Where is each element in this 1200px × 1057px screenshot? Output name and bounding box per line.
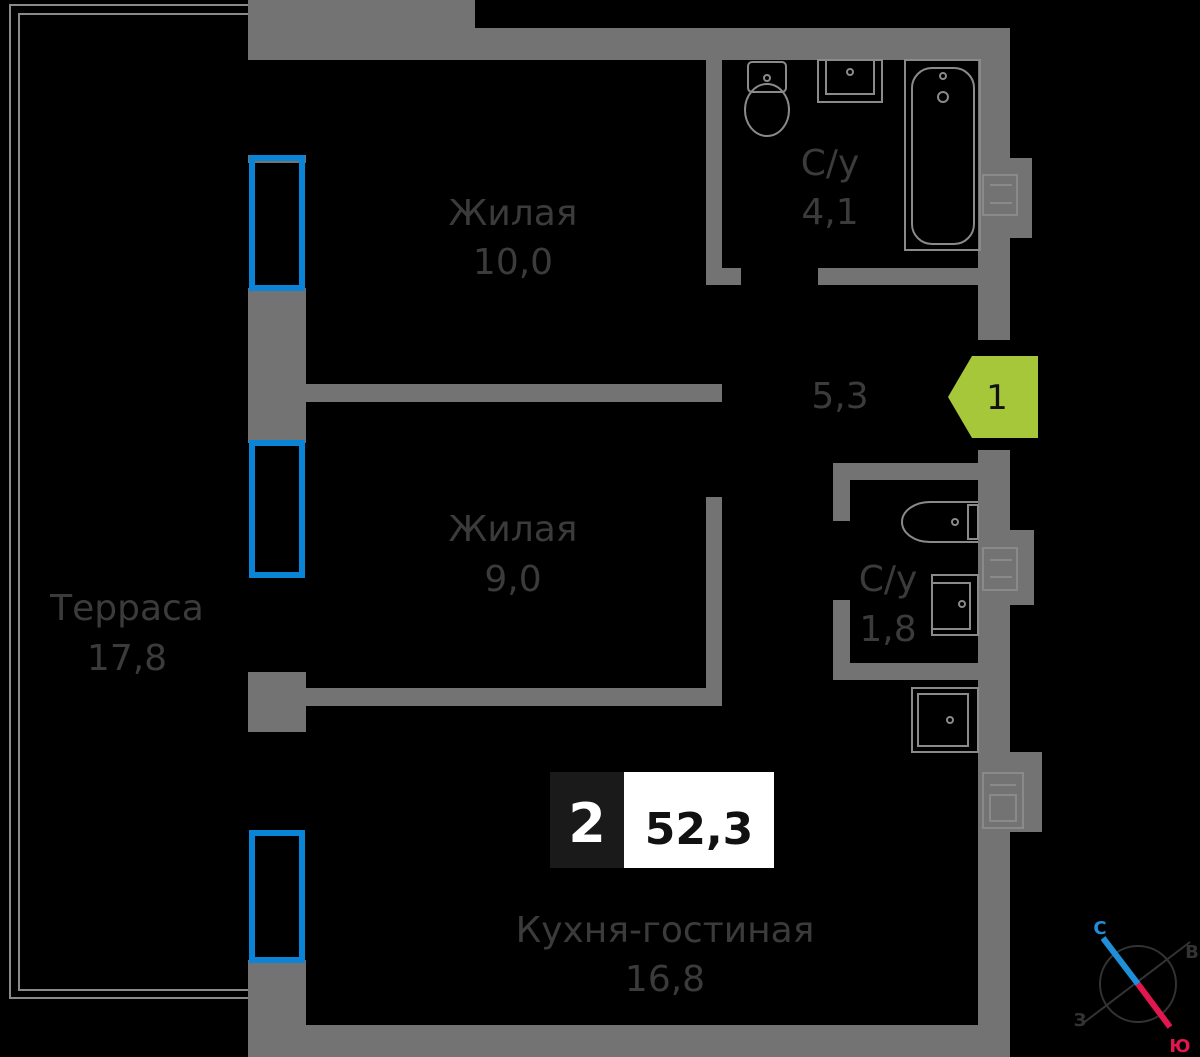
- room-name-kitchen-living: Кухня-гостиная: [516, 910, 815, 951]
- room-area-bathroom-2: 1,8: [859, 609, 916, 650]
- window-living-2: [249, 440, 305, 578]
- room-area-living-1: 10,0: [473, 242, 553, 283]
- room-area-terrace: 17,8: [87, 638, 167, 679]
- room-area-kitchen-living: 16,8: [625, 959, 705, 1000]
- toilet-icon: [901, 501, 979, 543]
- total-area: 52,3: [645, 804, 754, 855]
- bathtub-icon: [904, 59, 981, 251]
- entrance-marker: 1: [948, 356, 1038, 438]
- compass-ring: [1099, 945, 1177, 1023]
- vent-shafts: [982, 174, 1024, 829]
- compass-needle-north: [1100, 936, 1141, 986]
- compass-west-label: З: [1074, 1010, 1087, 1031]
- toilet-icon: [744, 61, 790, 137]
- rooms-count: 2: [568, 792, 606, 855]
- apartment-summary-badge: 2 52,3: [550, 772, 774, 868]
- room-labels: Жилая 10,0 С/у 4,1 5,3 Жилая 9,0 С/у 1,8…: [49, 143, 917, 1000]
- room-name-bathroom-1: С/у: [801, 143, 860, 184]
- room-name-living-1: Жилая: [449, 193, 578, 234]
- compass-south-label: Ю: [1169, 1036, 1190, 1057]
- fixtures: [744, 59, 981, 753]
- compass-east-label: В: [1185, 942, 1199, 963]
- sink-icon: [931, 574, 979, 636]
- sink-icon: [817, 59, 883, 103]
- room-name-living-2: Жилая: [449, 509, 578, 550]
- compass-needle-south: [1135, 982, 1173, 1029]
- compass: С В З Ю: [1074, 918, 1199, 1057]
- room-area-bathroom-1: 4,1: [801, 192, 858, 233]
- compass-north-label: С: [1093, 918, 1106, 939]
- entrance-number: 1: [986, 378, 1008, 418]
- window-living-1: [249, 155, 305, 291]
- room-area-living-2: 9,0: [484, 559, 541, 600]
- kitchen-sink-icon: [911, 687, 979, 753]
- room-name-bathroom-2: С/у: [859, 559, 918, 600]
- room-name-terrace: Терраса: [49, 588, 204, 629]
- room-area-hallway: 5,3: [811, 376, 868, 417]
- walls: [248, 0, 1042, 1057]
- terrace-outline: [9, 4, 248, 999]
- window-kitchen: [249, 830, 305, 963]
- windows: [249, 155, 305, 963]
